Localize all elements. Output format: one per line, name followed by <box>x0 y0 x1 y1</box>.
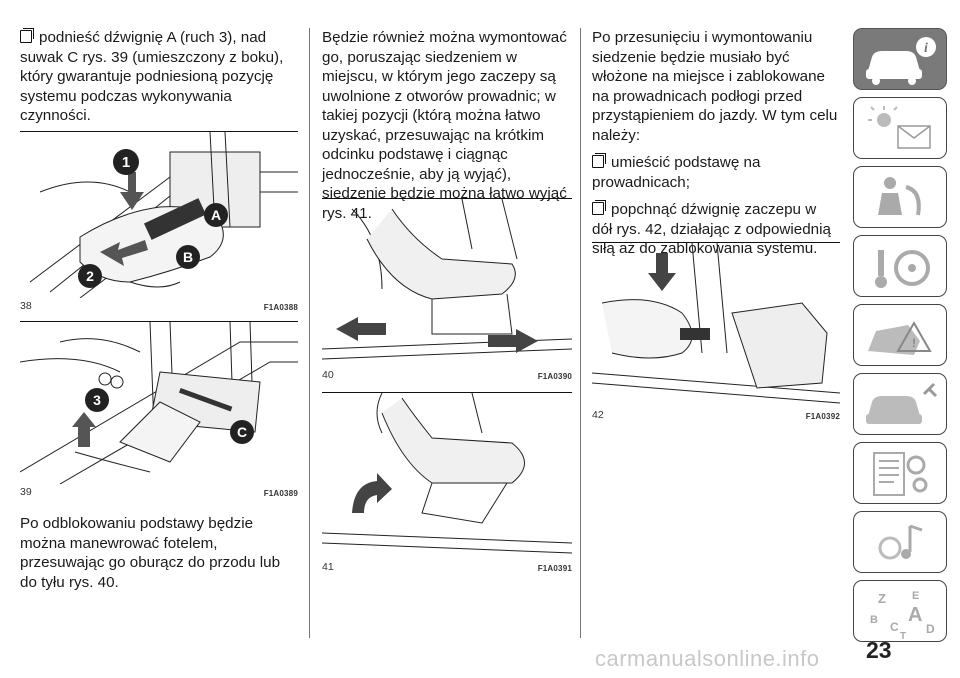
figure-42: 42 F1A0392 <box>592 242 840 423</box>
arrow-left-icon <box>100 240 148 266</box>
svg-text:A: A <box>211 207 221 223</box>
tab-knowing-car[interactable]: i <box>853 28 947 90</box>
seat-remove-illustration <box>322 393 572 554</box>
callout-C <box>230 420 254 444</box>
starting-driving-icon <box>875 250 930 288</box>
arrow-up-icon <box>72 412 96 447</box>
tab-safety[interactable] <box>853 166 947 228</box>
index-icon: Z E B A C D T <box>870 590 935 642</box>
rotate-arrow-icon <box>352 473 392 513</box>
svg-text:1: 1 <box>122 154 130 171</box>
text-column-2: Będzie również można wymontować go, poru… <box>322 28 572 231</box>
svg-text:C: C <box>890 620 899 634</box>
arrow-down-icon <box>648 253 676 291</box>
figure-caption: 40 F1A0390 <box>322 369 572 381</box>
col1-paragraph-2: Po odblokowaniu podstawy będzie można ma… <box>20 515 281 591</box>
figure-caption: 39 F1A0389 <box>20 486 298 498</box>
svg-text:3: 3 <box>93 392 101 408</box>
svg-text:D: D <box>926 622 935 636</box>
svg-text:Z: Z <box>878 591 886 606</box>
bullet-checkbox-icon <box>592 153 606 168</box>
svg-text:2: 2 <box>86 268 94 284</box>
text-column-1: podnieść dźwignię A (ruch 3), nad suwak … <box>20 28 298 134</box>
tab-multimedia[interactable] <box>853 511 947 573</box>
chapter-tabs: i ! <box>853 28 947 649</box>
column-divider-2 <box>580 28 581 638</box>
svg-text:!: ! <box>912 336 916 350</box>
car-info-icon: i <box>866 37 936 85</box>
svg-text:T: T <box>900 631 906 642</box>
tab-warning-lights[interactable] <box>853 97 947 159</box>
page-number: 23 <box>866 637 892 663</box>
figure-39: 3 C 39 F1A0389 <box>20 321 298 500</box>
seat-slider-illustration: 3 C <box>20 322 298 484</box>
callout-A <box>204 203 228 227</box>
figure-caption: 41 F1A0391 <box>322 561 572 573</box>
seat-move-illustration <box>322 199 572 360</box>
tab-starting-driving[interactable] <box>853 235 947 297</box>
callout-B <box>176 245 200 269</box>
bullet-checkbox-icon <box>20 28 34 43</box>
tab-maintenance[interactable] <box>853 373 947 435</box>
emergency-icon: ! <box>868 320 932 355</box>
arrow-down-icon <box>120 172 144 210</box>
arrow-right-icon <box>488 329 538 353</box>
warning-lights-icon <box>868 106 931 149</box>
svg-text:E: E <box>912 590 919 602</box>
col3-bullet-1: umieścić podstawę na prowadnicach; <box>592 153 761 191</box>
multimedia-icon <box>878 524 923 560</box>
tab-index[interactable]: Z E B A C D T <box>853 580 947 642</box>
figure-41: 41 F1A0391 <box>322 392 572 575</box>
svg-text:C: C <box>237 424 247 440</box>
text-column-3: Po przesunięciu i wymontowaniu siedzenie… <box>592 28 840 267</box>
col3-paragraph-1: Po przesunięciu i wymontowaniu siedzenie… <box>592 29 838 144</box>
text-column-1-bottom: Po odblokowaniu podstawy będzie można ma… <box>20 514 298 600</box>
callout-1 <box>113 149 139 175</box>
figure-caption: 38 F1A0388 <box>20 300 298 312</box>
svg-text:i: i <box>924 41 928 56</box>
maintenance-car-icon <box>866 382 938 424</box>
callout-2 <box>78 264 102 288</box>
figure-38: 1 A B 2 38 F1A0388 <box>20 131 298 314</box>
col2-paragraph-1: Będzie również można wymontować go, poru… <box>322 29 567 222</box>
technical-specs-icon <box>873 452 928 496</box>
figure-40: 40 F1A0390 <box>322 198 572 383</box>
callout-3 <box>85 388 109 412</box>
col1-paragraph-1: podnieść dźwignię A (ruch 3), nad suwak … <box>20 28 284 124</box>
arrow-left-icon <box>336 317 386 341</box>
bullet-checkbox-icon <box>592 200 606 215</box>
col3-bullet-2: popchnąć dźwignię zaczepu w dół rys. 42,… <box>592 200 831 257</box>
svg-text:B: B <box>870 614 878 626</box>
seat-lever-illustration: 1 A B 2 <box>29 132 298 298</box>
release-lever <box>144 198 206 240</box>
watermark: carmanualsonline.info <box>595 646 820 671</box>
safety-seat-airbag-icon <box>878 177 921 216</box>
slider-c <box>178 387 233 412</box>
svg-text:B: B <box>183 249 193 265</box>
seat-lock-illustration <box>592 243 840 404</box>
lock-lever <box>680 328 710 340</box>
tab-emergency[interactable]: ! <box>853 304 947 366</box>
figure-caption: 42 F1A0392 <box>592 409 840 421</box>
svg-text:A: A <box>908 604 922 626</box>
column-divider-1 <box>309 28 310 638</box>
tab-technical-specs[interactable] <box>853 442 947 504</box>
